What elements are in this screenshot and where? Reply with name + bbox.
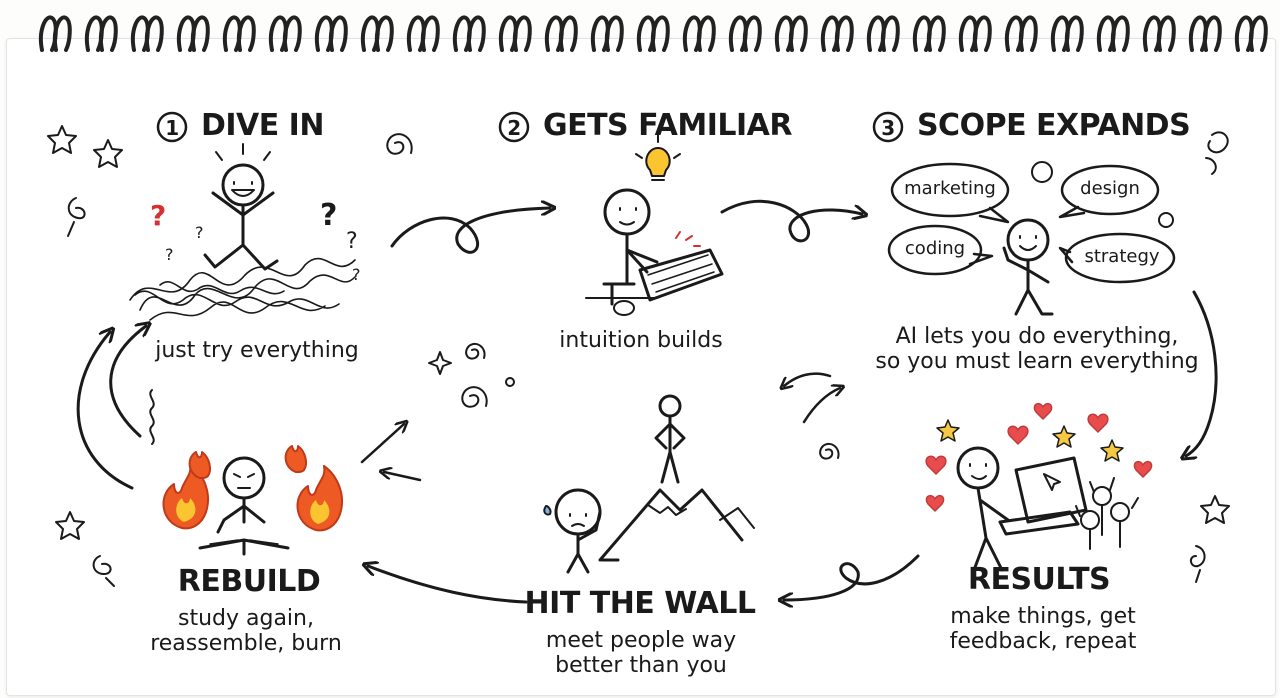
stage-1-heading: 1 DIVE IN xyxy=(159,108,324,143)
heart-icons xyxy=(925,402,1153,512)
star-icon xyxy=(47,125,77,154)
dot-icon xyxy=(505,377,515,387)
stage-6-caption-line: reassemble, burn xyxy=(150,631,342,656)
stage-6-caption-line: study again, xyxy=(177,606,314,631)
paper-sheet xyxy=(6,38,1276,696)
star-icons xyxy=(936,419,1124,462)
speech-bubble-design xyxy=(1060,164,1160,216)
stage-5-caption: meet people way better than you xyxy=(546,628,736,678)
head xyxy=(554,488,602,536)
stage-4-caption-line: make things, get xyxy=(950,604,1136,629)
results-figure xyxy=(925,402,1153,572)
star-icon xyxy=(55,511,85,540)
head xyxy=(222,456,266,500)
stage-3-caption: AI lets you do everything, so you must l… xyxy=(875,324,1198,374)
number-circle-2 xyxy=(498,111,530,143)
arrow-scope-to-results xyxy=(1186,290,1218,456)
swirl-icon xyxy=(819,442,840,460)
stage-2-title: GETS FAMILIAR xyxy=(542,108,793,143)
svg-text:?: ? xyxy=(195,223,204,242)
bubble-label-strategy: strategy xyxy=(1084,246,1160,267)
stage-4-caption-line: feedback, repeat xyxy=(949,629,1137,654)
head xyxy=(658,394,682,418)
book-icon xyxy=(198,538,290,556)
head xyxy=(956,446,1000,490)
arrow-rebuild-to-dive-in xyxy=(76,332,134,490)
stage-2-caption: intuition builds xyxy=(559,328,723,353)
hit-the-wall-figure xyxy=(543,394,755,574)
stage-1-caption: just try everything xyxy=(155,338,359,363)
small-arrow xyxy=(384,472,422,482)
bubble-label-coding: coding xyxy=(904,238,966,259)
small-arrow xyxy=(360,424,404,464)
stage-2-heading: 2 GETS FAMILIAR xyxy=(501,108,792,143)
svg-text:?: ? xyxy=(346,229,358,254)
number-circle-1 xyxy=(156,111,188,143)
arrow-dive-in-to-familiar xyxy=(390,208,550,254)
squiggle-icon xyxy=(1190,545,1206,583)
spiral-binding xyxy=(39,15,1268,52)
number-circle-3 xyxy=(872,111,904,143)
dive-in-figure: ? ? ? ? ? ? xyxy=(129,143,361,321)
cycle-arrows xyxy=(76,199,1218,604)
cursor-icon xyxy=(1043,473,1061,491)
stage-2-number: 2 xyxy=(507,116,521,140)
lightbulb-icon xyxy=(645,147,671,181)
stage-4-title: RESULTS xyxy=(967,562,1111,597)
small-arrow xyxy=(802,388,840,424)
mouse-icon xyxy=(613,300,635,316)
stage-1-title: DIVE IN xyxy=(200,108,325,143)
head xyxy=(603,188,651,236)
arrow-familiar-to-scope xyxy=(720,199,862,243)
star-icon xyxy=(93,139,123,168)
svg-text:?: ? xyxy=(320,198,337,233)
svg-text:?: ? xyxy=(150,199,166,232)
stage-5-title: HIT THE WALL xyxy=(524,586,756,621)
swirl-icon xyxy=(386,133,413,155)
stage-3-caption-line: AI lets you do everything, xyxy=(895,324,1179,349)
speech-bubble-marketing xyxy=(890,162,1010,218)
squiggle-icon xyxy=(149,389,155,445)
gets-familiar-figure xyxy=(585,133,724,316)
bubble-label-marketing: marketing xyxy=(904,178,996,199)
stage-3-caption-line: so you must learn everything xyxy=(875,349,1199,374)
keyboard-icon xyxy=(638,248,724,302)
bubble-label-design: design xyxy=(1080,178,1140,199)
stage-5-caption-line: better than you xyxy=(555,653,727,678)
speech-bubble-coding xyxy=(887,224,983,276)
squiggle-icon xyxy=(67,197,86,237)
stage-3-title: SCOPE EXPANDS xyxy=(916,108,1191,143)
arrow-rebuild-to-dive-in-inner xyxy=(109,326,146,438)
svg-text:?: ? xyxy=(352,265,361,284)
head xyxy=(1006,218,1050,262)
stage-5-caption-line: meet people way xyxy=(545,628,737,653)
small-arrow xyxy=(784,372,832,386)
arrow-wall-to-rebuild xyxy=(368,566,528,604)
arrow-results-to-wall xyxy=(784,554,920,600)
speech-bubble-strategy xyxy=(1064,232,1176,284)
rebuild-figure xyxy=(162,445,343,556)
squiggle-icon xyxy=(92,555,115,587)
scope-expands-figure xyxy=(887,161,1176,316)
head xyxy=(221,163,265,207)
stage-6-title: REBUILD xyxy=(177,564,321,599)
sparkle-icon xyxy=(428,351,452,375)
stage-3-number: 3 xyxy=(881,116,895,140)
stage-1-number: 1 xyxy=(165,116,179,140)
swirl-icon xyxy=(461,386,488,408)
swirl-icon xyxy=(1205,131,1229,175)
mountain xyxy=(598,488,744,562)
svg-text:?: ? xyxy=(165,245,174,264)
scribble-pile xyxy=(129,257,356,321)
swirl-icon xyxy=(465,342,486,360)
stage-4-caption: make things, get feedback, repeat xyxy=(950,604,1137,654)
doodle-decorations xyxy=(47,125,1230,587)
flame-icons xyxy=(162,445,343,532)
laptop-icon xyxy=(998,456,1088,536)
stage-6-caption: study again, reassemble, burn xyxy=(150,606,342,656)
stage-3-heading: 3 SCOPE EXPANDS xyxy=(875,108,1190,143)
star-icon xyxy=(1200,495,1230,524)
